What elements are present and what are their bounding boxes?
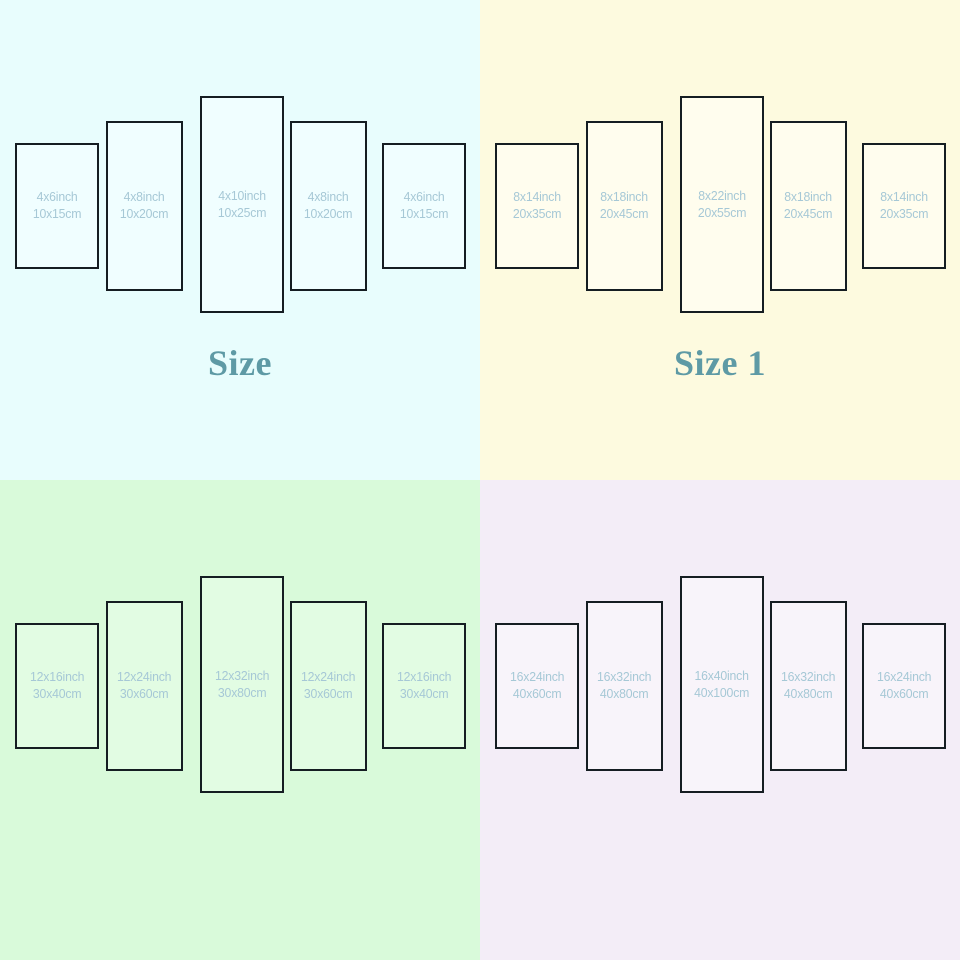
panel-label-inch: 4x6inch: [403, 189, 445, 205]
panel-label-cm: 40x60cm: [879, 686, 929, 701]
panel-label: 8x18inch 20x45cm: [784, 189, 833, 223]
panel-frame[interactable]: 12x24inch 30x60cm: [106, 601, 183, 771]
quadrant-size-2: 12x16inch 30x40cm 12x24inch 30x60cm 12x3…: [0, 480, 480, 960]
panel-label-cm: 30x40cm: [399, 686, 449, 701]
panel-frame[interactable]: 4x8inch 10x20cm: [290, 121, 367, 291]
panel-frame[interactable]: 8x14inch 20x35cm: [862, 143, 946, 269]
panel-label-cm: 30x80cm: [217, 684, 267, 700]
panel-label-inch: 8x18inch: [600, 189, 649, 205]
panel-frame[interactable]: 8x14inch 20x35cm: [495, 143, 579, 269]
panel-label-cm: 20x35cm: [512, 206, 562, 221]
panel-label-inch: 12x16inch: [29, 669, 85, 685]
panel-label: 12x24inch 30x60cm: [301, 669, 355, 703]
panel-label-inch: 4x8inch: [308, 189, 349, 205]
panel-label: 16x32inch 40x80cm: [781, 669, 835, 703]
panel-label-inch: 12x32inch: [214, 667, 270, 683]
panel-frame[interactable]: 12x32inch 30x80cm: [200, 576, 284, 793]
quadrant-title: Size 1: [674, 343, 766, 383]
panel-label-inch: 12x24inch: [301, 669, 356, 685]
panel-label-inch: 8x22inch: [698, 187, 746, 203]
panel-label: 4x8inch 10x20cm: [120, 189, 169, 223]
panel-label: 12x32inch 30x80cm: [215, 668, 269, 702]
panel-label-cm: 10x20cm: [120, 206, 169, 221]
panel-label-cm: 40x60cm: [512, 686, 562, 701]
panel-label-inch: 8x14inch: [513, 189, 561, 205]
panel-label-inch: 8x18inch: [784, 189, 833, 205]
panel-label-cm: 10x15cm: [399, 206, 449, 221]
quadrant-size-1: 8x14inch 20x35cm 8x18inch 20x45cm 8x22in…: [480, 0, 960, 480]
frame-group: 16x24inch 40x60cm 16x32inch 40x80cm 16x4…: [480, 480, 960, 960]
panel-label-cm: 10x15cm: [32, 206, 82, 221]
panel-label-cm: 30x60cm: [304, 686, 353, 701]
panel-label: 12x24inch 30x60cm: [117, 669, 171, 703]
panel-label-inch: 12x16inch: [396, 669, 452, 685]
panel-frame[interactable]: 4x10inch 10x25cm: [200, 96, 284, 313]
panel-frame[interactable]: 4x8inch 10x20cm: [106, 121, 183, 291]
panel-label: 4x6inch 10x15cm: [399, 189, 449, 223]
panel-label-cm: 20x35cm: [879, 206, 929, 221]
quadrant-size: 4x6inch 10x15cm 4x8inch 10x20cm 4x10inch…: [0, 0, 480, 480]
panel-frame[interactable]: 16x32inch 40x80cm: [770, 601, 847, 771]
panel-label-cm: 20x55cm: [697, 204, 747, 220]
panel-label-inch: 16x32inch: [597, 669, 652, 685]
panel-frame[interactable]: 16x40inch 40x100cm: [680, 576, 764, 793]
frame-group: 12x16inch 30x40cm 12x24inch 30x60cm 12x3…: [0, 480, 480, 960]
panel-label-inch: 12x24inch: [117, 669, 172, 685]
frame-group: 4x6inch 10x15cm 4x8inch 10x20cm 4x10inch…: [0, 0, 480, 480]
panel-frame[interactable]: 8x22inch 20x55cm: [680, 96, 764, 313]
panel-label-cm: 30x40cm: [32, 686, 82, 701]
panel-label-cm: 40x80cm: [600, 686, 649, 701]
panel-label: 4x8inch 10x20cm: [304, 189, 353, 223]
panel-label-inch: 16x32inch: [781, 669, 836, 685]
panel-frame[interactable]: 8x18inch 20x45cm: [770, 121, 847, 291]
panel-label-cm: 10x20cm: [304, 206, 353, 221]
panel-frame[interactable]: 8x18inch 20x45cm: [586, 121, 663, 291]
panel-label-inch: 4x10inch: [218, 187, 266, 203]
panel-label-inch: 16x40inch: [694, 667, 750, 683]
panel-label-cm: 20x45cm: [784, 206, 833, 221]
panel-label-cm: 40x80cm: [784, 686, 833, 701]
panel-label-cm: 30x60cm: [120, 686, 169, 701]
panel-label-cm: 10x25cm: [217, 204, 267, 220]
panel-label-inch: 4x6inch: [36, 189, 78, 205]
panel-frame[interactable]: 4x6inch 10x15cm: [382, 143, 466, 269]
panel-frame[interactable]: 16x32inch 40x80cm: [586, 601, 663, 771]
panel-label: 16x24inch 40x60cm: [877, 669, 931, 703]
panel-label: 16x40inch 40x100cm: [694, 668, 749, 702]
panel-label: 8x22inch 20x55cm: [697, 187, 747, 222]
panel-label: 12x16inch 30x40cm: [397, 669, 451, 703]
panel-frame[interactable]: 16x24inch 40x60cm: [862, 623, 946, 749]
panel-frame[interactable]: 12x16inch 30x40cm: [15, 623, 99, 749]
panel-label: 8x14inch 20x35cm: [879, 189, 929, 223]
frame-group: 8x14inch 20x35cm 8x18inch 20x45cm 8x22in…: [480, 0, 960, 480]
panel-label-inch: 4x8inch: [124, 189, 165, 205]
panel-label: 4x6inch 10x15cm: [32, 189, 82, 223]
quadrant-size-3: 16x24inch 40x60cm 16x32inch 40x80cm 16x4…: [480, 480, 960, 960]
panel-label-cm: 20x45cm: [600, 206, 649, 221]
panel-label-inch: 16x24inch: [509, 669, 565, 685]
panel-label: 16x32inch 40x80cm: [597, 669, 651, 703]
panel-label: 8x18inch 20x45cm: [600, 189, 649, 223]
quadrant-title: Size: [208, 343, 272, 383]
panel-label-cm: 40x100cm: [694, 684, 750, 700]
panel-frame[interactable]: 12x16inch 30x40cm: [382, 623, 466, 749]
panel-label: 8x14inch 20x35cm: [512, 189, 562, 223]
panel-label-inch: 16x24inch: [876, 669, 932, 685]
panel-label: 16x24inch 40x60cm: [510, 669, 564, 703]
panel-frame[interactable]: 16x24inch 40x60cm: [495, 623, 579, 749]
panel-frame[interactable]: 4x6inch 10x15cm: [15, 143, 99, 269]
panel-label-inch: 8x14inch: [880, 189, 928, 205]
panel-frame[interactable]: 12x24inch 30x60cm: [290, 601, 367, 771]
panel-label: 12x16inch 30x40cm: [30, 669, 84, 703]
panel-label: 4x10inch 10x25cm: [217, 187, 267, 222]
